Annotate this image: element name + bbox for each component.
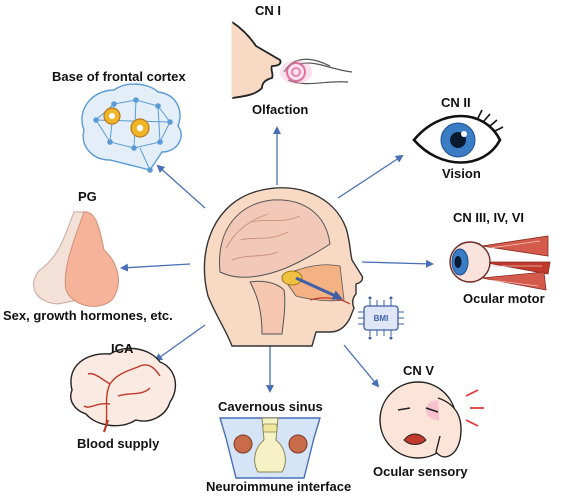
nose-smell-illustration (231, 21, 353, 99)
label-ocular-motor: Ocular motor (463, 291, 545, 306)
arrow-to-ica (154, 324, 206, 362)
label-cn5: CN V (403, 363, 435, 378)
label-ocular-sensory: Ocular sensory (373, 464, 468, 479)
label-cavernous-sinus: Cavernous sinus (218, 399, 323, 414)
brain-vessels-illustration (70, 347, 177, 433)
label-olfaction: Olfaction (252, 102, 309, 117)
label-blood-supply: Blood supply (77, 436, 160, 451)
label-base-frontal-cortex: Base of frontal cortex (52, 69, 186, 84)
face-pain-illustration (379, 381, 484, 459)
bmi-label: BMI (374, 314, 389, 323)
arrow-to-vision (337, 154, 404, 199)
label-cn3-4-6: CN III, IV, VI (453, 210, 525, 225)
label-ica: ICA (111, 341, 134, 356)
bmi-chip: BMI (358, 296, 404, 340)
arrows (120, 126, 434, 393)
brain-network-illustration (81, 83, 182, 173)
label-vision: Vision (442, 166, 481, 181)
cavernous-sinus-illustration (219, 417, 321, 479)
arrow-to-cn5 (343, 344, 380, 388)
label-cn1: CN I (255, 3, 281, 18)
arrow-to-ocular-motor (361, 259, 434, 268)
pituitary-gland-illustration (33, 211, 119, 307)
arrow-to-pg (120, 263, 191, 272)
label-sex-growth-hormones: Sex, growth hormones, etc. (3, 308, 173, 323)
eye-illustration (412, 109, 504, 164)
arrow-to-frontal-cortex (156, 164, 206, 209)
label-cn2: CN II (441, 95, 471, 110)
label-neuroimmune-interface: Neuroimmune interface (206, 479, 352, 494)
eye-muscles-illustration (449, 235, 551, 291)
head-cross-section-illustration (203, 187, 364, 347)
label-pg: PG (78, 189, 97, 204)
